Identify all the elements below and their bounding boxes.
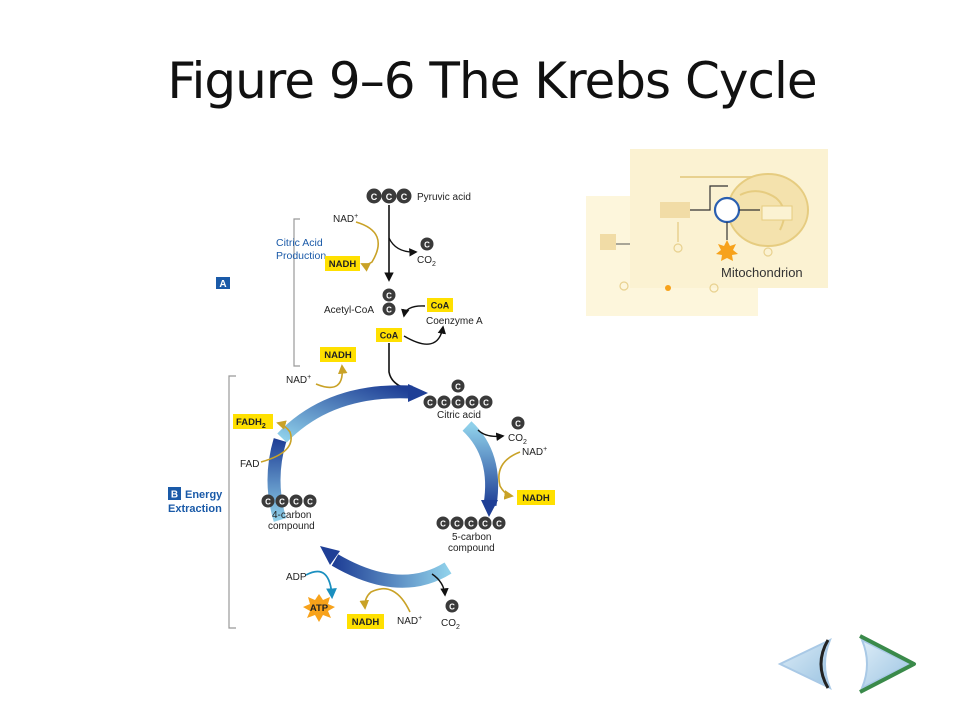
svg-text:C: C xyxy=(515,420,521,429)
arrow-fad-to-fadh2 xyxy=(260,420,292,463)
svg-text:NADH: NADH xyxy=(522,493,550,504)
svg-text:C: C xyxy=(307,498,313,507)
next-button[interactable] xyxy=(859,634,916,694)
svg-text:NADH: NADH xyxy=(324,350,352,361)
section-b-label-2: Extraction xyxy=(168,503,222,515)
next-arrow-icon xyxy=(860,637,913,691)
coa-box-1: CoA xyxy=(427,298,453,312)
five-carbon-label-2: compound xyxy=(448,543,495,554)
bracket-a xyxy=(293,218,300,367)
arrow-nad-to-nadh-4 xyxy=(359,587,411,613)
fadh2-box: FADH2 xyxy=(233,414,273,430)
coa-box-2: CoA xyxy=(376,328,402,342)
fad-label: FAD xyxy=(240,459,259,470)
atp-burst: ATP xyxy=(303,594,335,622)
svg-text:FADH2: FADH2 xyxy=(236,417,266,430)
svg-text:C: C xyxy=(496,520,502,529)
pyruvic-acid-label: Pyruvic acid xyxy=(417,192,471,203)
co2-label-2: CO2 xyxy=(508,433,527,446)
citric-acid-carbons: C C C C C C xyxy=(423,379,493,409)
cycle-arc-right xyxy=(462,421,499,507)
arrow-co2-branch-2 xyxy=(477,429,505,441)
coenzyme-a-label: Coenzyme A xyxy=(426,316,483,327)
nad-plus-label-1: NAD+ xyxy=(333,213,358,225)
section-b-badge: B xyxy=(168,487,181,501)
mitochondrion-label: Mitochondrion xyxy=(721,265,803,280)
nadh-box-1: NADH xyxy=(325,256,360,271)
five-carbon-label-1: 5-carbon xyxy=(452,532,491,543)
nad-plus-label-2: NAD+ xyxy=(286,374,311,386)
arrow-nad-to-nadh-3 xyxy=(498,451,521,500)
adp-label: ADP xyxy=(286,572,307,583)
nadh-box-2: NADH xyxy=(320,347,356,362)
svg-text:C: C xyxy=(279,498,285,507)
mitochondrion-inset xyxy=(586,149,828,316)
arrow-co2-branch-1 xyxy=(388,237,418,257)
nadh-box-4: NADH xyxy=(347,614,384,629)
arrow-co2-branch-3 xyxy=(431,573,449,597)
svg-text:C: C xyxy=(482,520,488,529)
co2-label-1: CO2 xyxy=(417,255,436,268)
co2-carbon-2 xyxy=(511,416,525,430)
svg-text:C: C xyxy=(469,399,475,408)
cycle-arc-top xyxy=(277,385,413,443)
slide-title: Figure 9–6 The Krebs Cycle xyxy=(167,52,817,110)
svg-text:C: C xyxy=(293,498,299,507)
svg-text:C: C xyxy=(386,192,393,202)
svg-text:C: C xyxy=(468,520,474,529)
section-a-badge: A xyxy=(216,277,230,290)
co2-carbon-1 xyxy=(420,237,434,251)
acetyl-coa-label: Acetyl-CoA xyxy=(324,305,374,316)
four-carbon-label-2: compound xyxy=(268,521,315,532)
arrow-adp-to-atp xyxy=(305,570,337,600)
svg-text:B: B xyxy=(171,490,178,501)
co2-label-3: CO2 xyxy=(441,618,460,631)
svg-text:CoA: CoA xyxy=(431,301,450,311)
cycle-arc-bottom xyxy=(331,554,452,588)
svg-text:C: C xyxy=(455,383,461,392)
pyruvic-acid-carbons: C C C xyxy=(366,188,412,204)
svg-text:C: C xyxy=(424,241,430,250)
citric-acid-label: Citric acid xyxy=(437,410,481,421)
svg-text:C: C xyxy=(440,520,446,529)
arrow-coenzyme-in xyxy=(401,305,426,318)
svg-text:CoA: CoA xyxy=(380,331,399,341)
co2-carbon-3 xyxy=(445,599,459,613)
four-carbon-carbons: C C C C xyxy=(261,494,317,508)
arrow-nad-to-nadh-2 xyxy=(315,364,348,389)
svg-text:A: A xyxy=(219,279,226,290)
acetyl-coa-carbons: C C xyxy=(382,288,396,316)
svg-text:C: C xyxy=(386,292,392,301)
previous-button[interactable] xyxy=(777,637,832,691)
four-carbon-label-1: 4-carbon xyxy=(272,510,311,521)
arrow-coenzyme-cycle xyxy=(403,325,446,345)
svg-text:C: C xyxy=(455,399,461,408)
section-a-label: Citric Acid xyxy=(276,237,323,249)
svg-text:C: C xyxy=(401,192,408,202)
bracket-b xyxy=(228,375,236,629)
section-b-label: Energy xyxy=(185,489,223,501)
svg-text:C: C xyxy=(441,399,447,408)
svg-text:ATP: ATP xyxy=(310,603,329,614)
nad-plus-label-3: NAD+ xyxy=(522,446,547,458)
five-carbon-carbons: C C C C C xyxy=(436,516,506,530)
svg-text:C: C xyxy=(483,399,489,408)
svg-text:NADH: NADH xyxy=(329,259,357,270)
svg-text:C: C xyxy=(454,520,460,529)
svg-text:C: C xyxy=(371,192,378,202)
svg-text:C: C xyxy=(449,603,455,612)
svg-text:NADH: NADH xyxy=(352,617,380,628)
nadh-box-3: NADH xyxy=(517,490,555,505)
arrow-to-citric xyxy=(388,343,420,395)
previous-arrow-icon xyxy=(777,637,832,691)
arrow-nad-to-nadh-1 xyxy=(355,221,379,272)
section-a-label-2: Production xyxy=(276,250,326,262)
svg-text:C: C xyxy=(427,399,433,408)
svg-text:C: C xyxy=(265,498,271,507)
cycle-arc-left xyxy=(267,438,287,522)
nad-plus-label-4: NAD+ xyxy=(397,615,422,627)
svg-text:C: C xyxy=(386,306,392,315)
